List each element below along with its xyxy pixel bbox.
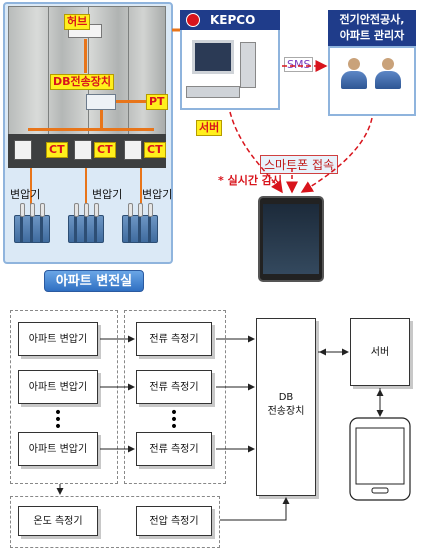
managers-title: 전기안전공사, 아파트 관리자 <box>328 10 416 46</box>
managers-title-line2: 아파트 관리자 <box>339 29 405 42</box>
current-meter-block: 전류 측정기 <box>136 432 212 466</box>
db-to-ct-cable <box>100 110 103 130</box>
apartment-substation-label: 아파트 변전실 <box>44 270 144 292</box>
monitor-icon <box>192 40 234 74</box>
cabinet-divider <box>48 6 49 140</box>
server-block: 서버 <box>350 318 410 386</box>
db-block-line2: 전송장치 <box>267 406 305 417</box>
ct-label: CT <box>46 142 68 158</box>
apartment-transformer-block: 아파트 변압기 <box>18 370 98 404</box>
server-label: 서버 <box>196 120 223 136</box>
cabinet-divider <box>88 6 89 140</box>
ellipsis-dots: ••• <box>169 405 179 435</box>
current-meter-block: 전류 측정기 <box>136 322 212 356</box>
voltage-meter-block: 전압 측정기 <box>136 506 212 536</box>
person-icon <box>375 71 401 89</box>
transformer-image <box>14 203 50 243</box>
db-block-line1: DB <box>278 392 294 403</box>
realtime-monitor-label: * 실시간 감시 <box>218 174 283 187</box>
hub-cable <box>84 39 87 73</box>
db-device-label: DB전송장치 <box>50 74 114 90</box>
smartphone-screen <box>263 204 319 274</box>
current-meter-block: 전류 측정기 <box>136 370 212 404</box>
ct-label: CT <box>94 142 116 158</box>
kepco-title: KEPCO <box>180 10 280 30</box>
apartment-transformer-block: 아파트 변압기 <box>18 432 98 466</box>
smartphone-icon <box>349 417 411 501</box>
sensor-group <box>10 496 220 548</box>
temperature-meter-block: 온도 측정기 <box>18 506 98 536</box>
transformer-cable <box>30 168 32 206</box>
person-icon <box>348 58 360 70</box>
pc-tower-icon <box>240 42 256 88</box>
person-icon <box>341 71 367 89</box>
ct-sensor <box>74 140 92 160</box>
ellipsis-dots: ••• <box>53 405 63 435</box>
db-transmitter-block: DB 전송장치 <box>256 318 316 496</box>
pt-cable <box>116 100 146 103</box>
db-transmitter-device <box>86 94 116 110</box>
managers-frame <box>328 46 416 116</box>
ct-sensor <box>14 140 32 160</box>
current-meter-group <box>124 310 226 484</box>
transformer-label: 변압기 <box>10 188 41 201</box>
transformer-image <box>122 203 158 243</box>
transformer-cable <box>85 168 87 206</box>
managers-title-line1: 전기안전공사, <box>339 13 405 26</box>
pt-label: PT <box>146 94 168 110</box>
transformer-group <box>10 310 118 484</box>
apartment-transformer-block: 아파트 변압기 <box>18 322 98 356</box>
top-connection-lines <box>172 28 373 194</box>
person-icon <box>382 58 394 70</box>
ct-sensor <box>124 140 142 160</box>
hub-label: 허브 <box>64 14 91 30</box>
keyboard-icon <box>186 86 240 98</box>
smartphone-access-label: 스마트폰 접속 <box>260 155 339 174</box>
sms-label: SMS <box>284 57 314 72</box>
transformer-image <box>68 203 104 243</box>
kepco-logo-icon <box>186 13 200 27</box>
ct-bus-cable <box>28 128 154 131</box>
transformer-label: 변압기 <box>142 188 173 201</box>
transformer-label: 변압기 <box>92 188 123 201</box>
transformer-cable <box>140 168 142 206</box>
ct-label: CT <box>144 142 166 158</box>
cabinet-divider <box>128 6 129 140</box>
